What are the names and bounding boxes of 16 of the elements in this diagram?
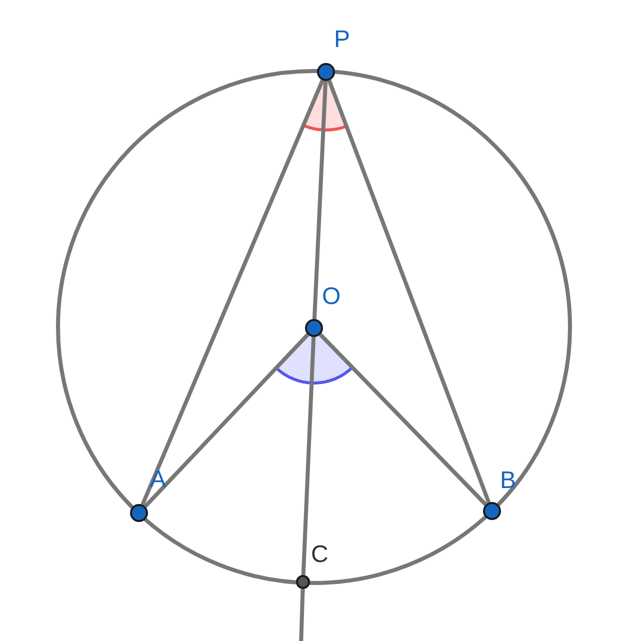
- point-label: C: [311, 543, 328, 567]
- point: [483, 502, 501, 520]
- line-segment: [299, 588, 305, 641]
- line-segment: [144, 333, 310, 508]
- point-label: B: [500, 469, 516, 493]
- line-segment: [301, 336, 316, 576]
- line-segment: [318, 333, 488, 506]
- point: [296, 575, 310, 589]
- point: [305, 319, 323, 337]
- point-label: O: [322, 285, 341, 309]
- line-segment: [312, 80, 328, 320]
- point: [317, 63, 335, 81]
- point: [130, 504, 148, 522]
- line-segment: [140, 80, 324, 506]
- point-label: P: [334, 28, 350, 52]
- line-segment: [327, 80, 491, 504]
